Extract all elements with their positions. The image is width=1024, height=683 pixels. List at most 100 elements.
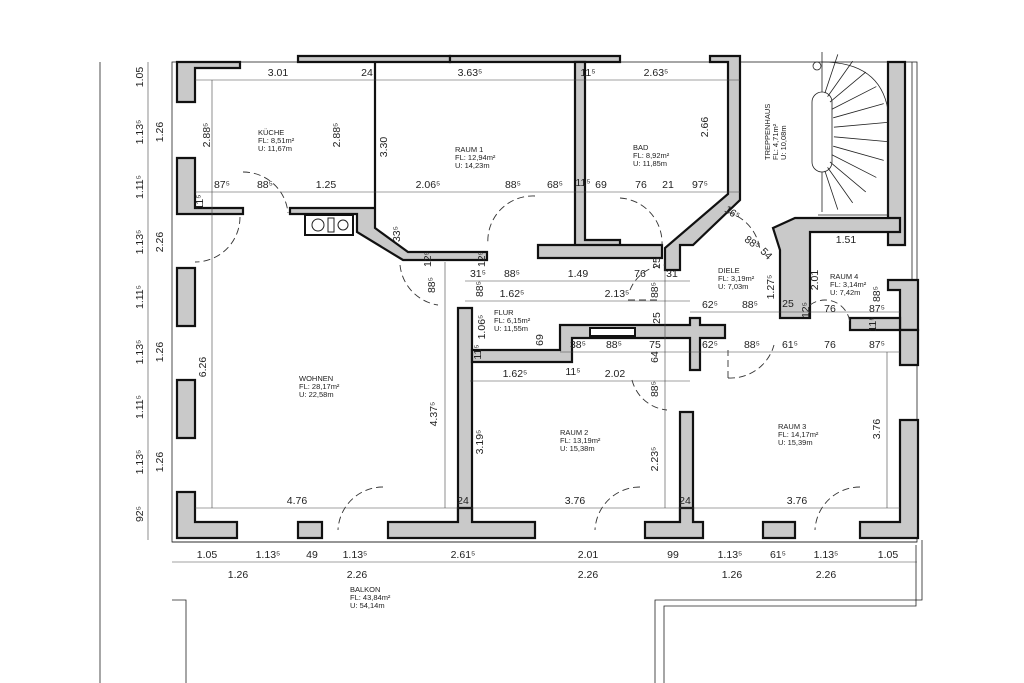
dimension-label: 88⁵ — [742, 299, 758, 311]
room-u: U: 15,38m — [560, 444, 595, 453]
wall-segment — [288, 54, 489, 262]
stair-step — [824, 54, 839, 94]
dimension-label: 2.61⁵ — [451, 549, 476, 561]
room-fl: FL: 14,17m² — [778, 430, 819, 439]
dimension-label: 69 — [534, 334, 546, 346]
dimension-label: 87⁵ — [214, 179, 230, 191]
room-name: DIELE — [718, 266, 740, 275]
dimension-label: 3.76 — [871, 419, 883, 440]
stair-step — [824, 170, 839, 210]
dimension-label: 1.13⁵ — [134, 450, 146, 475]
dimension-label: 1.05 — [878, 549, 899, 561]
dimension-label: 2.66 — [699, 117, 711, 138]
dimension-label: 88⁵ — [871, 286, 883, 302]
wall-segment — [296, 520, 324, 540]
dimension-label: 75 — [649, 339, 661, 351]
dimension-label: 2.23⁵ — [649, 447, 661, 472]
room-u: U: 15,39m — [778, 438, 813, 447]
dimension-label: 3.30 — [378, 137, 390, 158]
dimension-label: 2.01 — [809, 270, 821, 291]
stair-step — [833, 121, 888, 128]
room-fl: FL: 3,14m² — [830, 280, 867, 289]
dimension-label: 76 — [635, 179, 647, 191]
dimension-label: 62⁵ — [702, 299, 718, 311]
stair-step — [833, 103, 884, 119]
dimension-label: 24 — [679, 495, 691, 507]
dimension-label: 12⁵ — [476, 251, 488, 267]
room-fl: FL: 6,15m² — [494, 316, 531, 325]
dimension-label: 1.13⁵ — [134, 230, 146, 255]
wall-segment — [771, 216, 902, 320]
dimension-label: 1.11⁵ — [134, 175, 146, 199]
wall-segment — [898, 328, 920, 367]
dimension-label: 3.01 — [268, 67, 289, 79]
dimension-label: 12⁵ — [422, 251, 434, 267]
dimension-label: 1.26 — [154, 342, 166, 363]
wall-segment — [456, 306, 474, 524]
dimension-label: 24 — [457, 495, 469, 507]
dimension-label: 88⁵ — [742, 233, 762, 252]
dimension-label: 12⁵ — [800, 302, 812, 318]
dimension-label: 2.26 — [578, 569, 599, 581]
room-fl: FL: 13,19m² — [560, 436, 601, 445]
dimension-label: 11⁵ — [194, 194, 206, 209]
dimension-label: 1.05 — [134, 67, 146, 88]
room-u: U: 11,67m — [258, 144, 292, 153]
stair-step — [833, 136, 888, 143]
dimension-label: 2.26 — [154, 232, 166, 253]
dimension-label: 33⁵ — [391, 226, 403, 242]
room-fl: FL: 8,92m² — [633, 151, 670, 160]
dimension-label: 25 — [651, 312, 663, 324]
dimension-label: 1.13⁵ — [343, 549, 368, 561]
dimension-label: 69 — [595, 179, 607, 191]
room-name: WOHNEN — [299, 374, 333, 383]
dimension-label: 3.63⁵ — [458, 67, 483, 79]
room-name: FLUR — [494, 308, 514, 317]
room-u: U: 10,08m — [779, 125, 788, 160]
dimension-label: 1.11⁵ — [134, 285, 146, 309]
dimension-label: 49 — [306, 549, 318, 561]
dimension-label: 2.26 — [347, 569, 368, 581]
dimension-label: 2.63⁵ — [644, 67, 669, 79]
dimension-label: 31 — [666, 268, 678, 280]
dimension-label: 97⁵ — [692, 179, 708, 191]
dimension-label: 1.51 — [836, 234, 857, 246]
wall-segment — [175, 378, 197, 440]
wall-segment — [886, 60, 907, 247]
wall-segment — [573, 60, 622, 252]
dimension-label: 11⁵ — [575, 177, 590, 189]
stair-step — [831, 154, 877, 178]
dimension-label: 88⁵ — [744, 339, 760, 351]
dimension-label: 1.13⁵ — [718, 549, 743, 561]
dimension-label: 2.88⁵ — [331, 123, 343, 148]
stair-step — [829, 161, 867, 193]
dimension-label: 2.88⁵ — [201, 123, 213, 148]
dimension-label: 2.01 — [578, 549, 599, 561]
room-u: U: 22,58m — [299, 390, 334, 399]
room-name: RAUM 3 — [778, 422, 806, 431]
dimension-label: 61⁵ — [770, 549, 786, 561]
room-u: U: 11,55m — [494, 324, 528, 333]
dimension-label: 76 — [824, 303, 836, 315]
dimension-label: 6.26 — [197, 357, 209, 378]
dimension-label: 1.49 — [568, 268, 589, 280]
dimension-label: 88⁵ — [426, 277, 438, 293]
wall-segment — [448, 54, 622, 64]
dimension-label: 2.02 — [605, 368, 626, 380]
wall-segment — [175, 490, 239, 540]
dimension-label: 1.13⁵ — [134, 120, 146, 145]
room-u: U: 11,85m — [633, 159, 667, 168]
window-opening — [589, 327, 636, 337]
room-fl: FL: 28,17m² — [299, 382, 340, 391]
dimension-label: 68⁵ — [547, 179, 563, 191]
dimension-label: 2.06⁵ — [416, 179, 441, 191]
room-u: U: 54,14m — [350, 601, 385, 610]
wall-segment — [761, 520, 797, 540]
dimension-label: 1.62⁵ — [503, 368, 528, 380]
